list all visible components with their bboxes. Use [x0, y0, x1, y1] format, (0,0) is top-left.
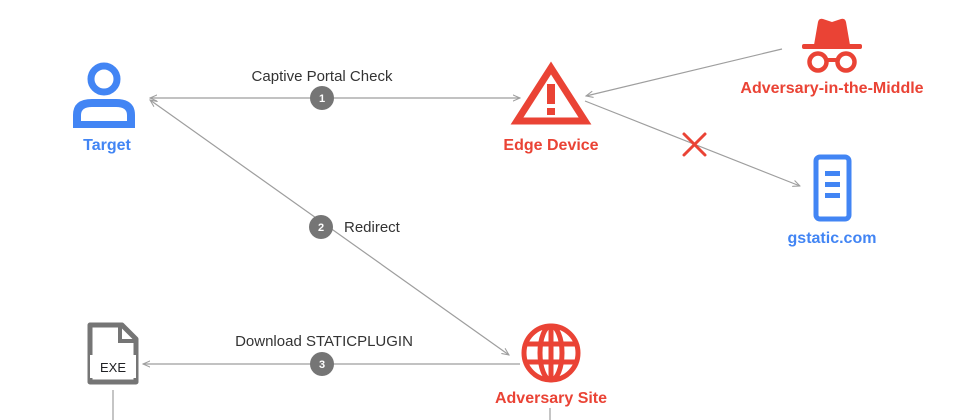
target-label: Target — [83, 137, 131, 154]
gstatic-label: gstatic.com — [788, 230, 877, 247]
globe-icon — [521, 323, 581, 383]
step-badge-1: 1 — [310, 86, 334, 110]
step-number-1: 1 — [319, 93, 325, 105]
step-badge-3: 3 — [310, 352, 334, 376]
aitm-label: Adversary-in-the-Middle — [740, 80, 923, 97]
edge-label-2: Redirect — [344, 219, 401, 236]
exe-file-label: EXE — [100, 360, 126, 375]
edge-aitm-to-edge — [586, 48, 783, 96]
edge-label-3: Download STATICPLUGIN — [235, 333, 413, 350]
person-icon — [73, 62, 135, 128]
warning-triangle-icon — [510, 61, 592, 125]
adversary-site-label: Adversary Site — [495, 390, 607, 407]
step-number-2: 2 — [318, 222, 324, 234]
step-number-3: 3 — [319, 359, 325, 371]
red-x-icon — [682, 132, 707, 157]
edge-label-1: Captive Portal Check — [252, 68, 393, 85]
server-icon — [813, 154, 852, 222]
file-exe-icon: EXE — [87, 322, 139, 385]
incognito-spy-icon — [802, 18, 862, 73]
step-badge-2: 2 — [309, 215, 333, 239]
edge-device-label: Edge Device — [503, 137, 598, 154]
